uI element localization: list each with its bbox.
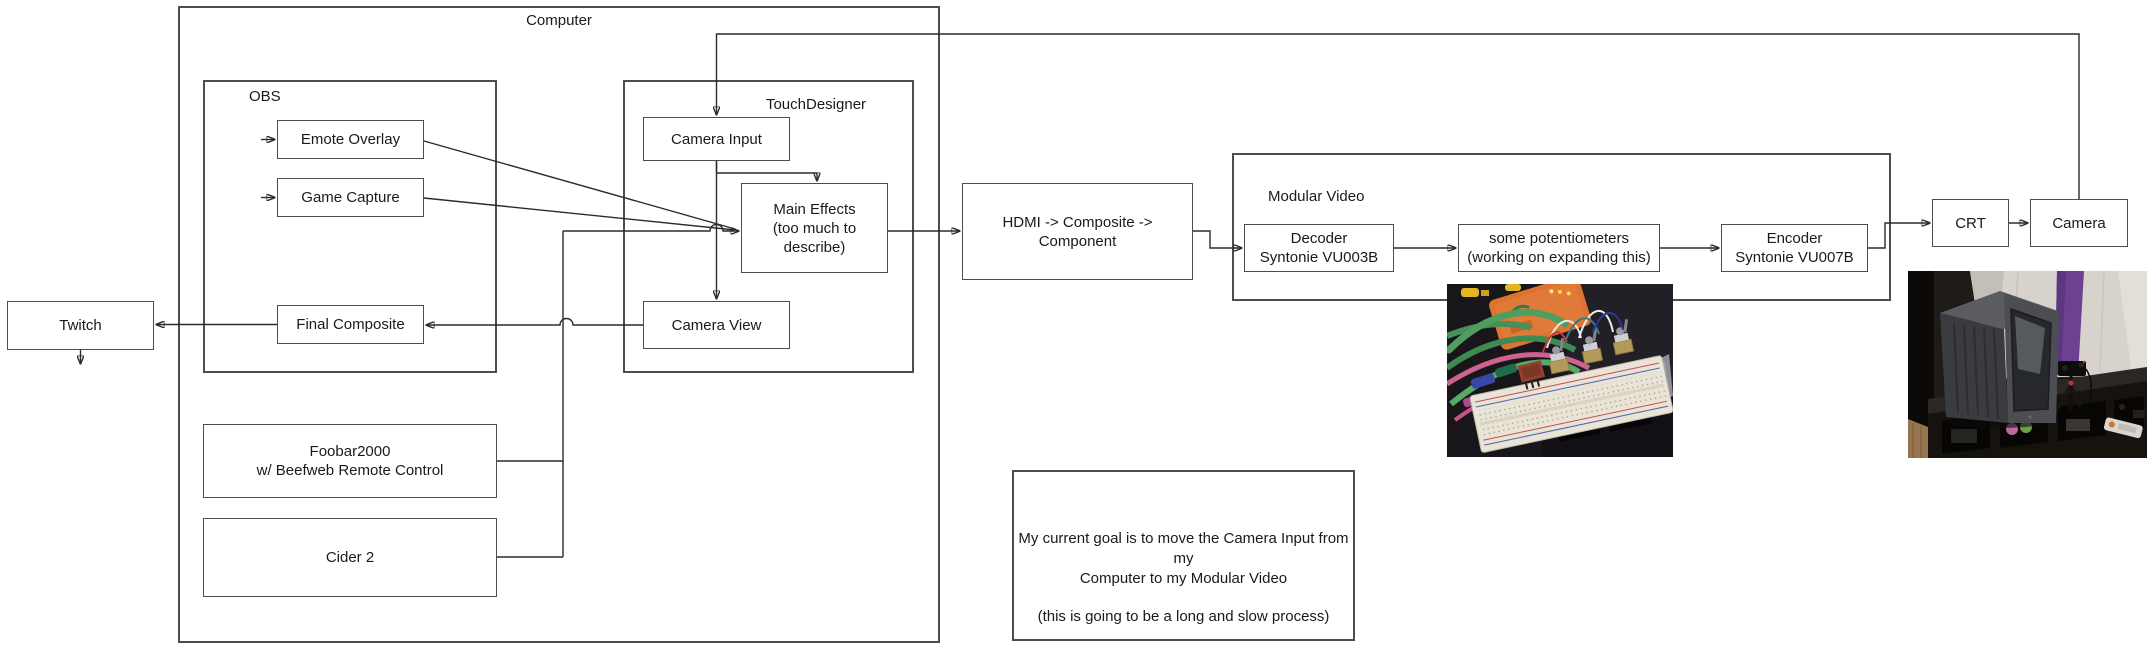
node-twitch-label: Twitch [59,317,102,334]
node-twitch: Twitch [7,301,154,350]
node-camera-view: Camera View [643,301,790,349]
node-potentiometers-label-2: (working on expanding this) [1467,249,1651,266]
node-emote-overlay: Emote Overlay [277,120,424,159]
node-crt: CRT [1932,199,2009,247]
node-encoder-label-1: Encoder [1766,230,1823,247]
crt-tv-photo [1908,270,2147,458]
node-potentiometers: some potentiometers (working on expandin… [1458,224,1660,272]
node-decoder-label-2: Syntonie VU003B [1259,249,1379,266]
node-hdmi-converter-label: HDMI -> Composite -> Component [1002,213,1153,250]
node-encoder-label-2: Syntonie VU007B [1735,249,1854,266]
node-final-composite-label: Final Composite [296,316,405,333]
goal-note-box: My current goal is to move the Camera In… [1012,470,1355,641]
node-foobar2000: Foobar2000 w/ Beefweb Remote Control [203,424,497,498]
node-foobar2000-label-2: w/ Beefweb Remote Control [256,462,444,479]
node-camera-view-label: Camera View [671,316,762,334]
node-foobar2000-label-1: Foobar2000 [309,443,391,460]
node-camera-label: Camera [2052,214,2106,232]
node-decoder-label-1: Decoder [1290,230,1348,247]
computer-group-title: Computer [526,12,592,29]
goal-note-line-3: (this is going to be a long and slow pro… [1037,608,1330,625]
goal-note-line-2: Computer to my Modular Video [1079,570,1288,587]
node-game-capture-label: Game Capture [301,189,400,206]
node-final-composite: Final Composite [277,305,424,344]
node-cider2: Cider 2 [203,518,497,597]
node-main-effects-label-2: (too much to describe) [772,219,857,256]
node-potentiometers-label-1: some potentiometers [1488,230,1630,247]
node-decoder: Decoder Syntonie VU003B [1244,224,1394,272]
node-camera-input: Camera Input [643,117,790,161]
node-main-effects: Main Effects (too much to describe) [741,183,888,273]
node-encoder: Encoder Syntonie VU007B [1721,224,1868,272]
touchdesigner-group-title: TouchDesigner [765,96,867,113]
node-camera: Camera [2030,199,2128,247]
obs-group-title: OBS [249,88,281,105]
breadboard-photo [1445,275,1674,457]
node-camera-input-label: Camera Input [671,130,762,148]
modular-video-group-title: Modular Video [1268,188,1365,205]
node-game-capture: Game Capture [277,178,424,217]
goal-note-line-1: My current goal is to move the Camera In… [1018,530,1349,567]
node-hdmi-converter: HDMI -> Composite -> Component [962,183,1193,280]
node-main-effects-label-1: Main Effects [773,200,856,218]
node-cider2-label: Cider 2 [325,549,375,566]
node-crt-label: CRT [1955,214,1986,232]
node-emote-overlay-label: Emote Overlay [300,131,401,148]
